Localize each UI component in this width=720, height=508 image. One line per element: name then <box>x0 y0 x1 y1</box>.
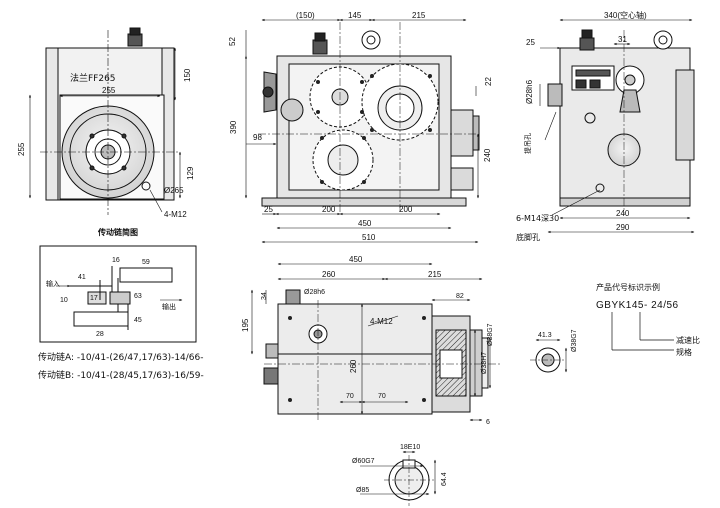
chain-n16: 16 <box>112 257 120 264</box>
chain-n41: 41 <box>78 274 86 281</box>
product-code-title: 产品代号标识示例 <box>596 282 660 292</box>
dim-260-v: 260 <box>349 359 358 373</box>
dim-70b: 70 <box>378 393 386 400</box>
chain-n59: 59 <box>142 259 150 266</box>
product-code-spec: 规格 <box>676 347 692 357</box>
chain-caption: 传动链简图 <box>97 227 138 237</box>
dim-52: 52 <box>228 37 237 46</box>
product-code-leaders <box>611 312 674 351</box>
dim-200a: 200 <box>322 205 336 214</box>
dia-265: Ø265 <box>164 186 184 195</box>
dim-85: Ø85 <box>356 487 369 494</box>
dim-240-right: 240 <box>616 209 630 218</box>
dim-31: 31 <box>618 35 627 44</box>
main-side-view <box>244 18 480 244</box>
dim-195: 195 <box>241 318 250 332</box>
dim-38g7-plan: Ø38G7 <box>487 323 494 346</box>
product-code-ratio: 减速比 <box>676 335 700 345</box>
dim-82: 82 <box>456 293 464 300</box>
plan-view <box>250 262 500 422</box>
dim-450-plan: 450 <box>349 255 363 264</box>
product-code-value: GBYK145- 24/56 <box>596 300 679 311</box>
shaft-detail <box>530 338 568 373</box>
dim-260-plan: 260 <box>322 270 336 279</box>
dim-34: 34 <box>261 292 268 300</box>
dim-255-side: 255 <box>17 142 26 156</box>
dim-150-main: (150) <box>296 11 315 20</box>
dim-98: 98 <box>253 133 262 142</box>
dim-6: 6 <box>486 419 490 426</box>
dim-70a: 70 <box>346 393 354 400</box>
front-bolts: 4-M12 <box>164 210 187 219</box>
dim-28h6-right: Ø28h6 <box>525 79 534 104</box>
dim-25-right: 25 <box>526 38 535 47</box>
chain-schematic <box>39 245 197 343</box>
dim-215-plan: 215 <box>428 270 442 279</box>
flange-label: 法兰FF265 <box>70 72 116 84</box>
dim-390: 390 <box>229 120 238 134</box>
dim-28h6-plan: Ø28h6 <box>304 289 325 296</box>
dim-255-top: 255 <box>102 86 116 95</box>
dim-240-main: 240 <box>483 148 492 162</box>
dim-200b: 200 <box>399 205 413 214</box>
chain-in-label: 输入 <box>46 279 60 288</box>
dim-41-3: 41.3 <box>538 332 552 339</box>
dim-290: 290 <box>616 223 630 232</box>
dim-64-4: 64.4 <box>441 472 448 486</box>
label-foot-bolts: 6-M14深30 <box>516 214 559 223</box>
label-lift-hole: 提吊孔 <box>523 133 532 154</box>
chain-out-label: 输出 <box>162 302 176 311</box>
chain-line-b: 传动链B: -10/41-(28/45,17/63)-16/59- <box>38 369 204 381</box>
plan-bolts: 4-M12 <box>370 317 393 326</box>
dim-510: 510 <box>362 233 376 242</box>
dim-450-main: 450 <box>358 219 372 228</box>
chain-n45: 45 <box>134 317 142 324</box>
front-view <box>28 27 182 215</box>
dim-38g7-detail: Ø38G7 <box>571 329 578 352</box>
dim-60g7: Ø60G7 <box>352 458 375 465</box>
dim-150-front: 150 <box>183 68 192 82</box>
dim-129: 129 <box>186 166 195 180</box>
chain-n10: 10 <box>60 297 68 304</box>
dim-340: 340(空心轴) <box>604 10 647 20</box>
chain-line-a: 传动链A: -10/41-(26/47,17/63)-14/66- <box>38 351 204 363</box>
keyway-detail <box>360 450 437 506</box>
dim-38h7-plan: Ø38H7 <box>481 352 488 374</box>
chain-n17: 17 <box>90 295 98 302</box>
label-foot-hole: 底脚孔 <box>516 232 540 242</box>
chain-n63: 63 <box>134 293 142 300</box>
dim-18e10: 18E10 <box>400 444 420 451</box>
right-view <box>539 18 695 234</box>
dim-25-main: 25 <box>264 205 273 214</box>
dim-145: 145 <box>348 11 362 20</box>
chain-n28: 28 <box>96 331 104 338</box>
dim-215: 215 <box>412 11 426 20</box>
dim-22: 22 <box>484 77 493 86</box>
